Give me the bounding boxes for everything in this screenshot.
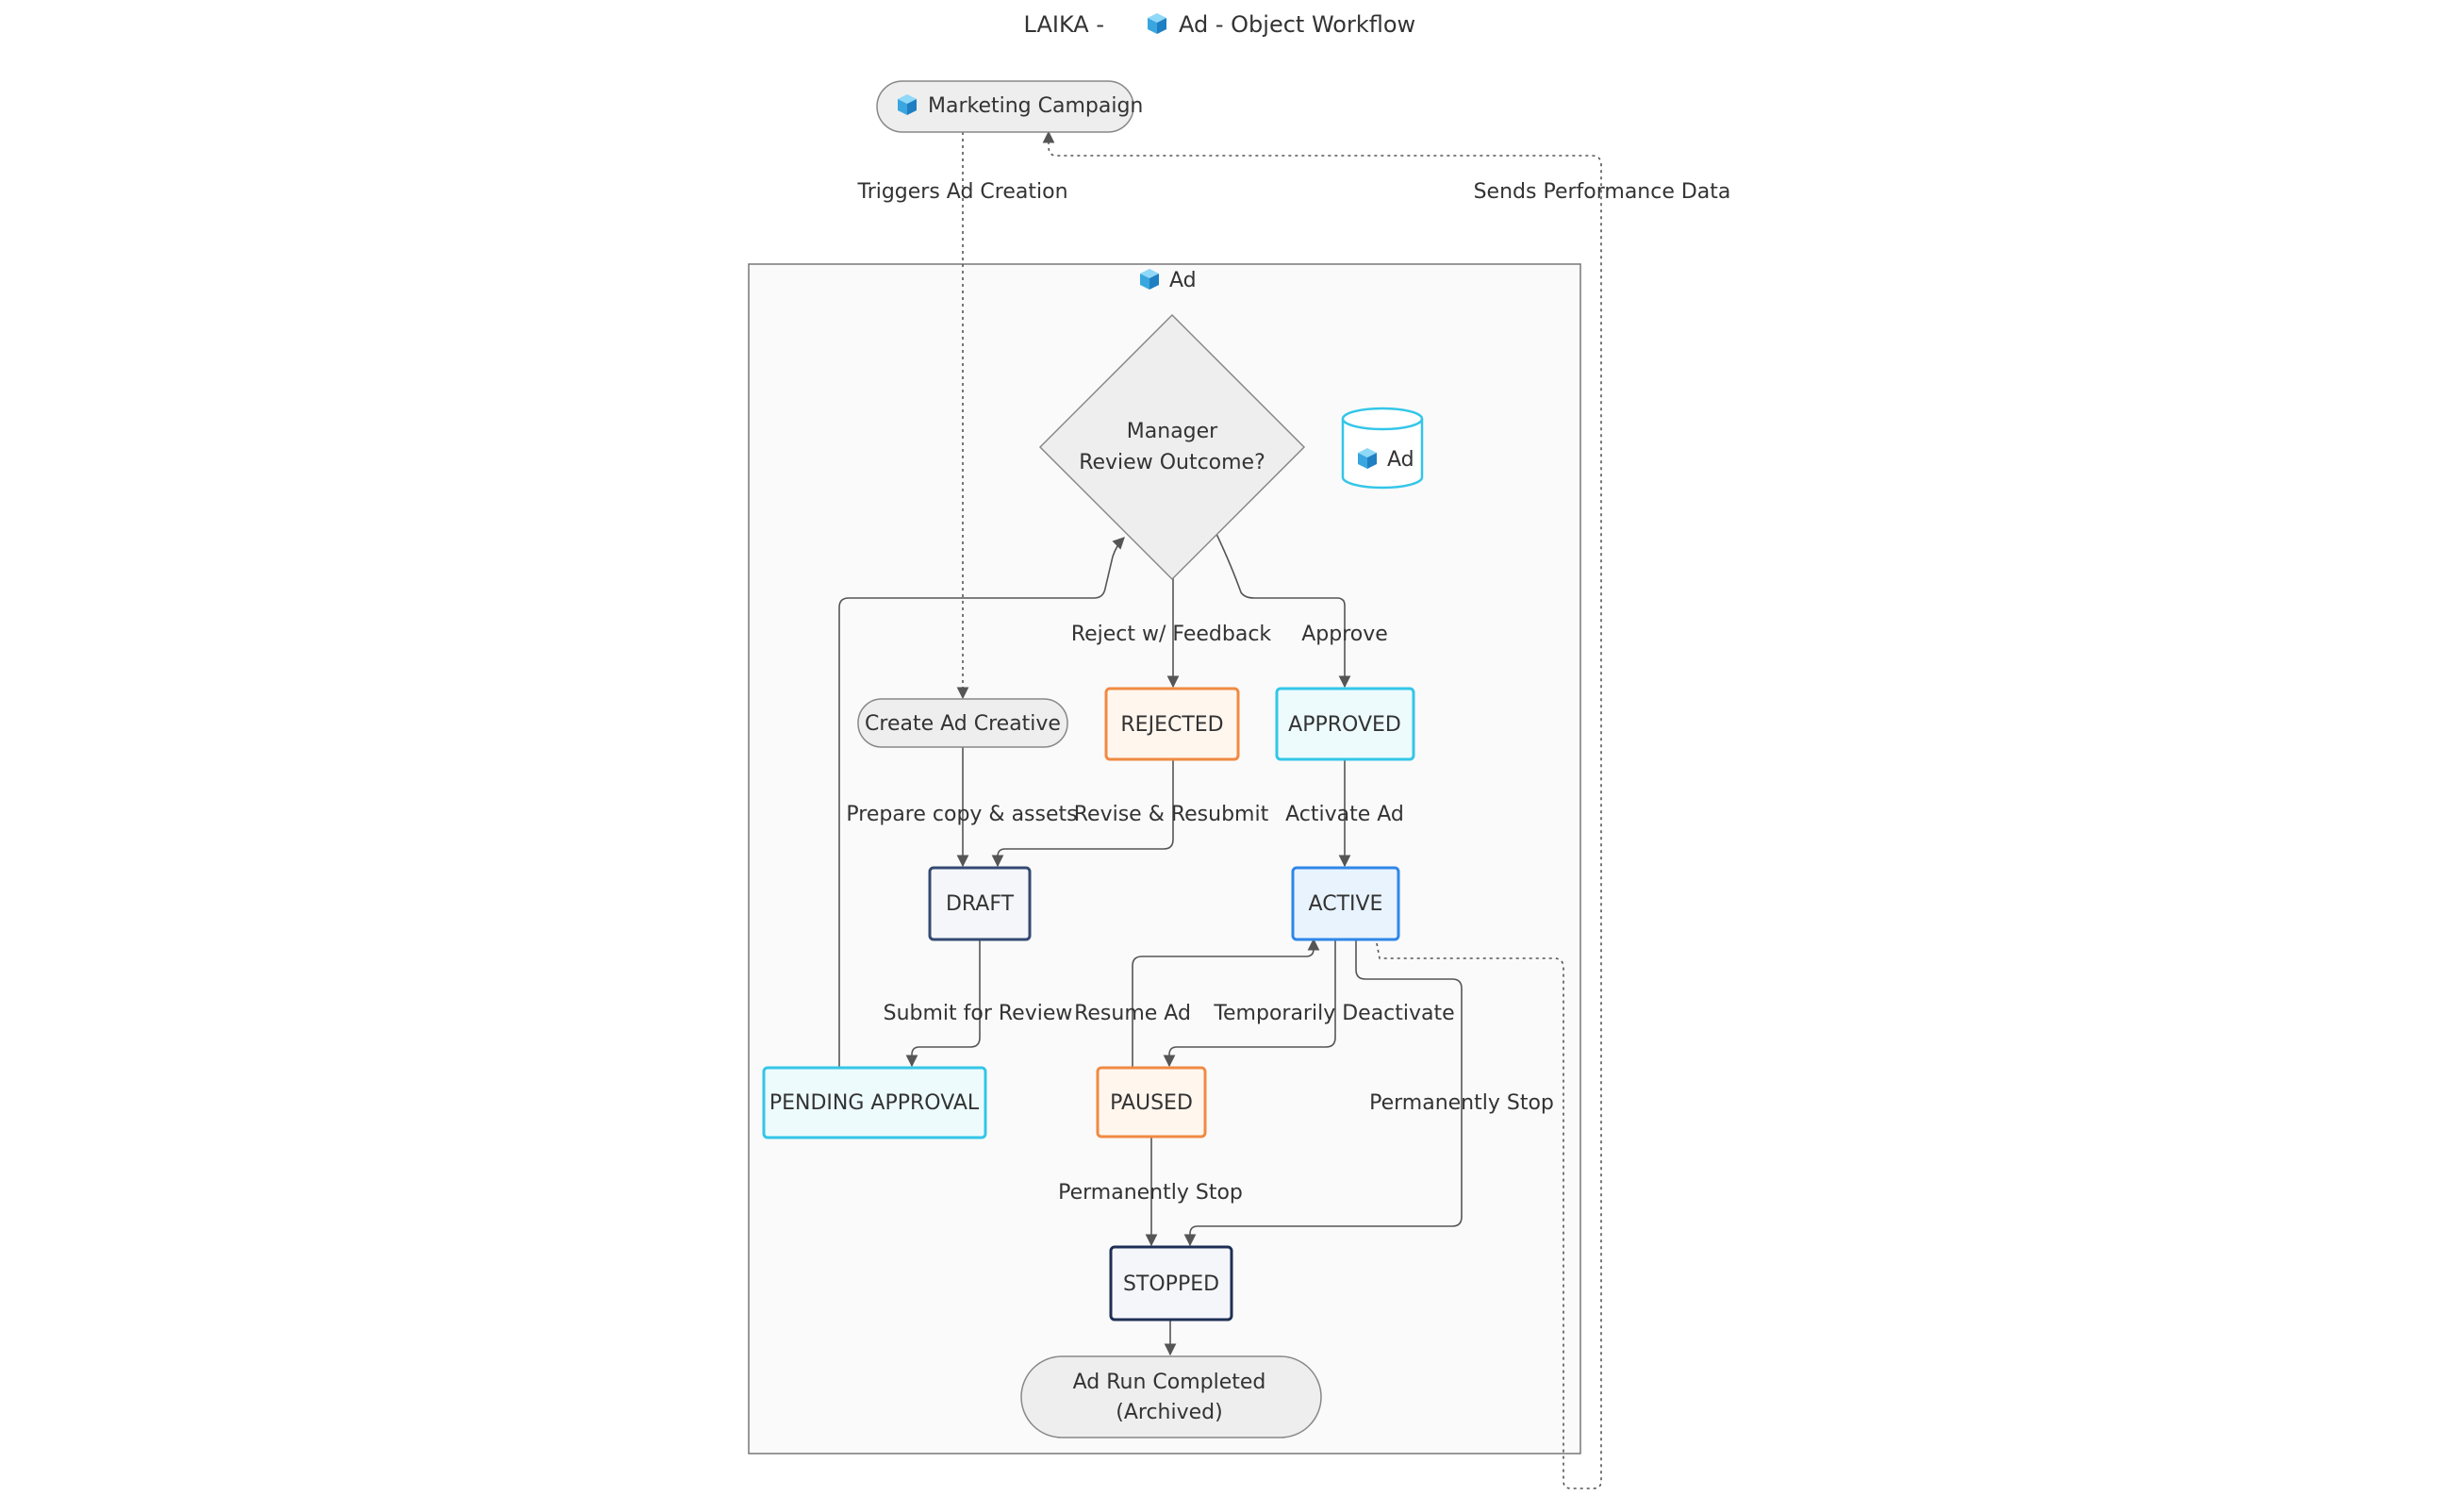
node-label-rejected: REJECTED xyxy=(1120,713,1223,737)
edge-label-resume-ad: Resume Ad xyxy=(1074,1002,1191,1025)
diagram-title: LAIKA - Ad - Object Workflow xyxy=(1024,11,1416,38)
title-prefix: LAIKA - xyxy=(1024,11,1104,38)
edge-label-prepare-copy-assets: Prepare copy & assets xyxy=(846,803,1077,826)
node-approved[interactable]: APPROVED xyxy=(1275,687,1415,761)
decision-label-line-1: Manager xyxy=(1127,420,1218,443)
edge-label-permanently-stop-paused: Permanently Stop xyxy=(1058,1181,1243,1205)
edge-revise-resubmit xyxy=(991,759,1174,868)
edge-approve xyxy=(1215,533,1351,689)
cluster-label: Ad xyxy=(1169,269,1197,292)
node-rejected[interactable]: REJECTED xyxy=(1104,687,1240,761)
node-label-pending-approval: PENDING APPROVAL xyxy=(769,1091,980,1115)
node-manager-review-decision[interactable]: Manager Review Outcome? xyxy=(1038,313,1306,581)
node-active[interactable]: ACTIVE xyxy=(1291,866,1400,941)
decision-label-line-2: Review Outcome? xyxy=(1079,451,1265,474)
node-ad-run-completed[interactable]: Ad Run Completed (Archived) xyxy=(1020,1355,1322,1438)
node-draft[interactable]: DRAFT xyxy=(928,866,1032,941)
edge-temporarily-deactivate xyxy=(1163,939,1336,1068)
node-label-approved: APPROVED xyxy=(1288,713,1401,737)
completed-label-line-1: Ad Run Completed xyxy=(1073,1371,1266,1394)
edge-label-sends-performance-data: Sends Performance Data xyxy=(1474,180,1731,204)
edge-pending-to-decision xyxy=(838,537,1125,1068)
edge-label-triggers-ad-creation: Triggers Ad Creation xyxy=(856,180,1067,204)
node-marketing-campaign[interactable]: Marketing Campaign xyxy=(876,80,1143,133)
node-create-ad-creative[interactable]: Create Ad Creative xyxy=(857,698,1068,748)
edge-label-reject-w-feedback: Reject w/ Feedback xyxy=(1071,623,1272,646)
edge-resume-ad xyxy=(1132,938,1320,1068)
node-label-active: ACTIVE xyxy=(1309,892,1383,916)
node-label-create-ad-creative: Create Ad Creative xyxy=(865,712,1061,736)
node-paused[interactable]: PAUSED xyxy=(1096,1066,1207,1139)
completed-label-line-2: (Archived) xyxy=(1116,1401,1222,1424)
node-label-database: Ad xyxy=(1387,448,1414,472)
edge-label-activate-ad: Activate Ad xyxy=(1285,803,1404,826)
title-suffix: Ad - Object Workflow xyxy=(1179,11,1415,38)
edge-label-approve: Approve xyxy=(1301,623,1388,646)
node-label-paused: PAUSED xyxy=(1110,1091,1193,1115)
node-label-stopped: STOPPED xyxy=(1123,1272,1219,1296)
edge-label-revise-resubmit: Revise & Resubmit xyxy=(1074,803,1269,826)
node-label-draft: DRAFT xyxy=(946,892,1015,916)
node-ad-database[interactable]: Ad xyxy=(1341,407,1424,490)
cube-icon xyxy=(1148,13,1166,34)
node-label-marketing-campaign: Marketing Campaign xyxy=(928,94,1143,118)
node-stopped[interactable]: STOPPED xyxy=(1109,1245,1233,1321)
node-pending-approval[interactable]: PENDING APPROVAL xyxy=(762,1066,987,1139)
edge-label-permanently-stop-active: Permanently Stop xyxy=(1369,1091,1554,1115)
edge-submit-for-review xyxy=(905,939,981,1068)
edge-permanently-stop-active xyxy=(1183,939,1463,1247)
edge-label-temporarily-deactivate: Temporarily Deactivate xyxy=(1213,1002,1454,1025)
edge-label-submit-for-review: Submit for Review xyxy=(884,1002,1073,1025)
